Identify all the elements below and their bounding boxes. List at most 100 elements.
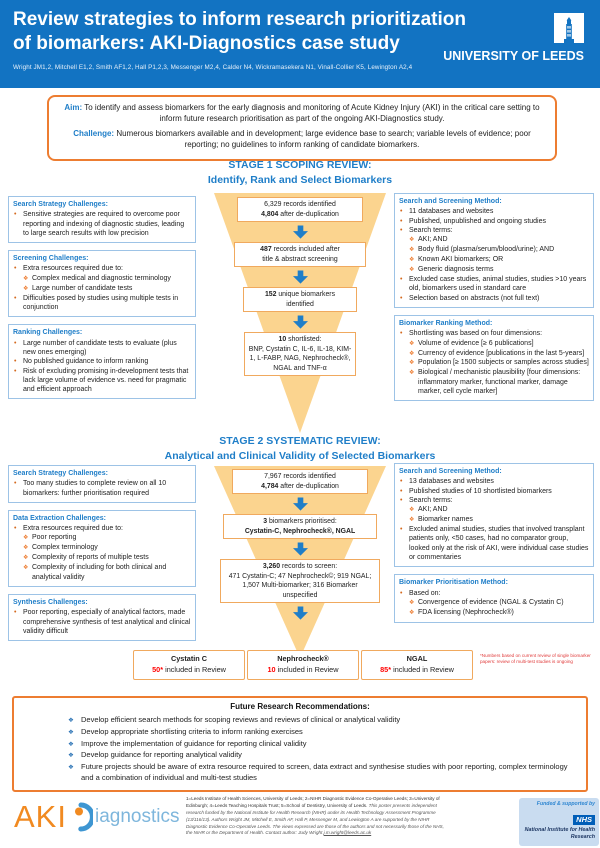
funnel-step-number: 3,260 <box>262 563 281 571</box>
leeds-tower-icon <box>554 13 584 43</box>
authors-line: Wright JM1,2, Mitchell E1,2, Smith AF1,2… <box>13 64 413 71</box>
bullet-item: AKI; AND <box>399 505 589 515</box>
bullet-text: Shortlisting was based on four dimension… <box>409 330 543 338</box>
bullet-item: Biomarker names <box>399 515 589 525</box>
bullet-item: Sensitive strategies are required to ove… <box>13 210 191 238</box>
funnel-step-line: 471 Cystatin-C; 47 Nephrocheck©; 919 NGA… <box>224 572 376 601</box>
funnel-step-number: 4,784 <box>261 482 279 490</box>
dot-bullet-icon <box>399 477 409 486</box>
funnel-step-number: Cystatin-C, Nephrocheck®, NGAL <box>244 527 356 535</box>
bullet-text: Risk of excluding promising in-developme… <box>23 367 189 394</box>
stage2-left-column: Search Strategy Challenges: Too many stud… <box>8 465 196 648</box>
challenge-box: Search and Screening Method:13 databases… <box>394 463 594 568</box>
challenge-box: Ranking Challenges:Large number of candi… <box>8 324 196 400</box>
dot-bullet-icon <box>13 264 23 273</box>
result-count-line: 50* included in Review <box>136 665 242 676</box>
diamond-bullet-icon <box>408 339 418 349</box>
challenge-box: Search Strategy Challenges: Sensitive str… <box>8 196 196 244</box>
stage2-right-column: Search and Screening Method:13 databases… <box>394 463 594 630</box>
challenge-box: Search and Screening Method:11 databases… <box>394 193 594 308</box>
box-title: Ranking Challenges: <box>13 329 83 337</box>
bullet-text: Known AKI biomarkers; OR <box>418 256 504 264</box>
bullet-text: Excluded animal studies, studies that in… <box>409 526 589 562</box>
funnel-step-number: 4,804 <box>261 210 279 218</box>
poster-title-line2: of biomarkers: AKI-Diagnostics case stud… <box>13 33 400 55</box>
bullet-text: Convergence of evidence (NGAL & Cystatin… <box>418 598 564 606</box>
funnel-step-number: 3 <box>263 518 268 526</box>
affiliations-block: 1=Leeds Institute of Health Sciences, Un… <box>186 796 444 837</box>
recommendation-text: Develop efficient search methods for sco… <box>81 715 401 724</box>
arrow-down-icon <box>292 270 308 284</box>
bullet-text: Extra resources required due to: <box>23 265 123 273</box>
box-title: Synthesis Challenges: <box>13 598 88 606</box>
bullet-item: Complexity of including for both clinica… <box>13 563 191 582</box>
funnel-step-text: records to screen: <box>280 563 338 571</box>
funnel-step-text: biomarkers prioritised: <box>267 518 337 526</box>
bullet-text: Volume of evidence [≥ 6 publications] <box>418 339 534 347</box>
stage1-heading-line1: STAGE 1 SCOPING REVIEW: <box>228 159 372 171</box>
funnel-step-text: unique biomarkers <box>276 291 336 299</box>
arrow-down-icon <box>292 606 308 620</box>
diamond-bullet-icon <box>408 608 418 618</box>
footer: AKI iagnostics 1=Leeds Institute of Heal… <box>0 793 600 848</box>
bullet-item: Risk of excluding promising in-developme… <box>13 367 191 395</box>
bullet-text: Published studies of 10 shortlisted biom… <box>409 487 552 495</box>
recommendation-text: Future projects should be aware of extra… <box>81 762 568 783</box>
future-research-box: Future Research Recommendations: Develop… <box>12 696 588 792</box>
diamond-bullet-icon <box>408 598 418 608</box>
diamond-bullet-icon <box>408 505 418 515</box>
bullet-text: Generic diagnosis terms <box>418 266 494 274</box>
bullet-text: Currency of evidence [publications in th… <box>418 349 585 357</box>
contact-email-link[interactable]: j.m.wright@leeds.ac.uk <box>323 830 372 836</box>
result-count-suffix: included in Review <box>391 664 454 674</box>
recommendation-item: Improve the implementation of guidance f… <box>22 738 578 750</box>
dot-bullet-icon <box>13 339 23 358</box>
bullet-item: Difficulties posed by studies using mult… <box>13 294 191 313</box>
bullet-item: Search terms: <box>399 226 589 235</box>
funnel-step-text: 6,329 records identified <box>264 201 336 208</box>
funnel-step-line: 3,260 records to screen: <box>224 562 376 572</box>
diamond-bullet-icon <box>68 738 81 750</box>
bullet-item: No published guidance to inform ranking <box>13 357 191 366</box>
bullet-text: 11 databases and websites <box>409 208 494 216</box>
diamond-bullet-icon <box>22 563 32 582</box>
box-title: Search Strategy Challenges: <box>13 470 108 477</box>
bullet-item: Biological / mechanistic plausibility [f… <box>399 368 589 396</box>
funnel-step-text: shortlisted: <box>286 336 322 344</box>
bullet-item: Too many studies to complete review on a… <box>13 479 191 498</box>
bullet-text: Too many studies to complete review on a… <box>23 480 167 497</box>
result-count-suffix: included in Review <box>163 664 226 674</box>
aim-text: To identify and assess biomarkers for th… <box>82 103 540 124</box>
bullet-item: Body fluid (plasma/serum/blood/urine); A… <box>399 245 589 255</box>
bullet-text: Poor reporting <box>32 534 77 542</box>
result-count: 50* <box>152 664 164 674</box>
diamond-bullet-icon <box>408 368 418 396</box>
funnel-step: 3 biomarkers prioritised:Cystatin-C, Nep… <box>223 514 377 540</box>
bullet-text: Complexity of reports of multiple tests <box>32 554 149 562</box>
diamond-bullet-icon <box>68 726 81 738</box>
bullet-item: Excluded animal studies, studies that in… <box>399 525 589 562</box>
affiliations-text: 1=Leeds Institute of Health Sciences, Un… <box>186 796 440 808</box>
bullet-text: Biological / mechanistic plausibility [f… <box>418 369 581 396</box>
aki-diagnostics-logo: AKI iagnostics <box>14 801 179 832</box>
result-count-line: 10 included in Review <box>250 665 356 676</box>
bullet-text: Excluded case studies, animal studies, s… <box>409 276 587 293</box>
bullet-text: Selection based on abstracts (not full t… <box>409 294 540 302</box>
challenge-box: Biomarker Ranking Method:Shortlisting wa… <box>394 314 594 402</box>
challenge-box: Synthesis Challenges:Poor reporting, esp… <box>8 593 196 642</box>
bullet-item: 13 databases and websites <box>399 477 589 486</box>
result-count: 85* <box>380 664 392 674</box>
arrow-down-icon <box>292 315 308 329</box>
box-title: Search Strategy Challenges: <box>13 201 108 208</box>
header-banner: Review strategies to inform research pri… <box>0 0 600 88</box>
funnel-step-line: title & abstract screening <box>238 255 362 265</box>
diamond-bullet-icon <box>22 533 32 543</box>
bullet-item: AKI; AND <box>399 235 589 245</box>
bullet-text: Based on: <box>409 589 441 597</box>
funnel-step-text: identified <box>286 300 314 308</box>
dot-bullet-icon <box>399 207 409 216</box>
bullet-item: Selection based on abstracts (not full t… <box>399 294 589 303</box>
